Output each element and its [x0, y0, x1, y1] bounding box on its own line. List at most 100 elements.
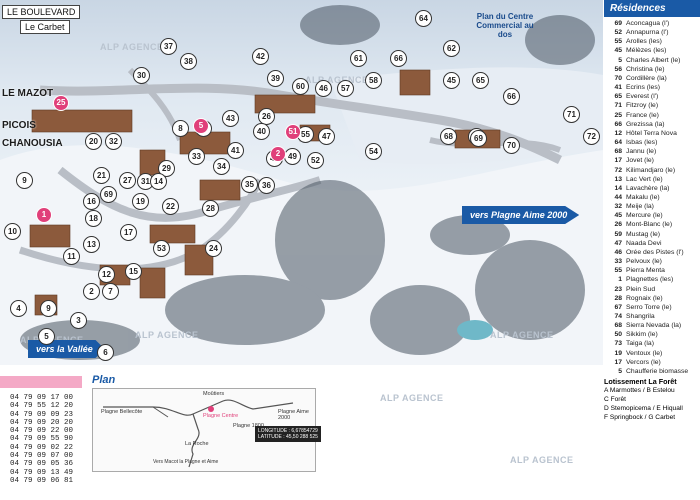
map-marker[interactable]: 42 — [252, 48, 269, 65]
legend-item-name: Chaufferie biomasse — [626, 367, 689, 375]
phone-number: 04 79 09 22 00 — [10, 427, 74, 436]
map-marker[interactable]: 71 — [563, 106, 580, 123]
map-marker[interactable]: 24 — [205, 240, 222, 257]
map-marker[interactable]: 18 — [85, 210, 102, 227]
legend-item-number: 26 — [614, 221, 622, 229]
map-marker-pink[interactable]: 2 — [270, 146, 286, 162]
map-marker[interactable]: 68 — [440, 128, 457, 145]
map-marker[interactable]: 4 — [10, 300, 27, 317]
map-marker[interactable]: 69 — [470, 130, 487, 147]
map-marker[interactable]: 15 — [125, 263, 142, 280]
map-marker[interactable]: 60 — [292, 78, 309, 95]
map-marker[interactable]: 13 — [83, 236, 100, 253]
map-marker[interactable]: 66 — [390, 50, 407, 67]
map-marker[interactable]: 41 — [227, 142, 244, 159]
map-marker[interactable]: 36 — [258, 177, 275, 194]
phone-number: 04 79 09 13 49 — [10, 468, 74, 477]
map-marker[interactable]: 58 — [365, 72, 382, 89]
legend-item-name: Taiga (la) — [626, 340, 654, 348]
map-marker[interactable]: 12 — [98, 266, 115, 283]
map-marker[interactable]: 16 — [83, 193, 100, 210]
map-marker[interactable]: 66 — [503, 88, 520, 105]
plan-label: Moûtiers — [203, 391, 225, 397]
legend-item-name: Pelvoux (le) — [626, 258, 662, 266]
legend-item-name: Mont-Blanc (le) — [626, 221, 673, 229]
map-marker[interactable]: 43 — [222, 110, 239, 127]
map-marker[interactable]: 65 — [472, 72, 489, 89]
map-marker[interactable]: 70 — [503, 137, 520, 154]
map-marker[interactable]: 29 — [158, 160, 175, 177]
map-marker[interactable]: 22 — [162, 198, 179, 215]
phone-number: 04 79 55 12 20 — [10, 402, 74, 411]
legend-item-number: 59 — [614, 230, 622, 238]
plan-label: Plagne 1800 — [233, 423, 264, 429]
legend-item-number: 25 — [614, 111, 622, 119]
map-marker[interactable]: 62 — [443, 40, 460, 57]
map-marker[interactable]: 45 — [443, 72, 460, 89]
map-marker[interactable]: 9 — [16, 172, 33, 189]
map-marker[interactable]: 7 — [102, 283, 119, 300]
legend-item-name: Jannu (le) — [626, 148, 657, 156]
map-marker[interactable]: 30 — [133, 67, 150, 84]
phone-number: 04 79 09 17 00 — [10, 394, 74, 402]
plan-label: Plagne Aime 2000 — [278, 409, 309, 421]
map-marker[interactable]: 38 — [180, 53, 197, 70]
lotissement-item: F Springbock / G Carbet — [604, 414, 676, 422]
map-marker[interactable]: 27 — [119, 172, 136, 189]
legend-item-name: Jovet (le) — [626, 157, 654, 165]
map-marker[interactable]: 33 — [188, 148, 205, 165]
map-marker[interactable]: 28 — [202, 200, 219, 217]
map-marker[interactable]: 9 — [40, 300, 57, 317]
map-marker[interactable]: 52 — [307, 152, 324, 169]
map-marker[interactable]: 32 — [105, 133, 122, 150]
map-marker[interactable]: 39 — [267, 70, 284, 87]
map-marker[interactable]: 57 — [337, 80, 354, 97]
map-marker[interactable]: 20 — [85, 133, 102, 150]
map-marker[interactable]: 8 — [172, 120, 189, 137]
map-marker[interactable]: 49 — [284, 148, 301, 165]
map-marker[interactable]: 19 — [132, 193, 149, 210]
map-marker[interactable]: 53 — [153, 240, 170, 257]
legend-item-number: 17 — [614, 358, 622, 366]
map-marker[interactable]: 14 — [150, 173, 167, 190]
map-marker[interactable]: 69 — [100, 186, 117, 203]
map-marker[interactable]: 61 — [350, 50, 367, 67]
map-marker[interactable]: 64 — [415, 10, 432, 27]
map-marker[interactable]: 5 — [38, 328, 55, 345]
map-marker[interactable]: 17 — [120, 224, 137, 241]
map-marker[interactable]: 40 — [253, 123, 270, 140]
map-marker[interactable]: 35 — [241, 176, 258, 193]
map-marker[interactable]: 34 — [213, 158, 230, 175]
map-marker[interactable]: 21 — [93, 167, 110, 184]
map-marker-pink[interactable]: 51 — [285, 124, 301, 140]
legend-item-name: Everest (l') — [626, 93, 659, 101]
map-marker-pink[interactable]: 25 — [53, 95, 69, 111]
legend-item-number: 50 — [614, 331, 622, 339]
map-marker[interactable]: 37 — [160, 38, 177, 55]
map-marker[interactable]: 3 — [70, 312, 87, 329]
legend-item-number: 55 — [614, 267, 622, 275]
map-marker[interactable]: 2 — [83, 283, 100, 300]
map-marker-pink[interactable]: 5 — [193, 118, 209, 134]
map-marker-pink[interactable]: 1 — [36, 207, 52, 223]
map-marker[interactable]: 6 — [97, 344, 114, 361]
legend-item-name: Hôtel Terra Nova — [626, 129, 677, 137]
map-marker[interactable]: 46 — [315, 80, 332, 97]
map-marker[interactable]: 11 — [63, 248, 80, 265]
phone-number: 04 79 09 06 81 — [10, 476, 74, 485]
plan-label: La Roche — [185, 441, 209, 447]
legend-item-number: 69 — [614, 20, 622, 27]
map-marker[interactable]: 72 — [583, 128, 600, 145]
map-marker[interactable]: 54 — [365, 143, 382, 160]
map-marker[interactable]: 47 — [318, 128, 335, 145]
map-marker[interactable]: 10 — [4, 223, 21, 240]
